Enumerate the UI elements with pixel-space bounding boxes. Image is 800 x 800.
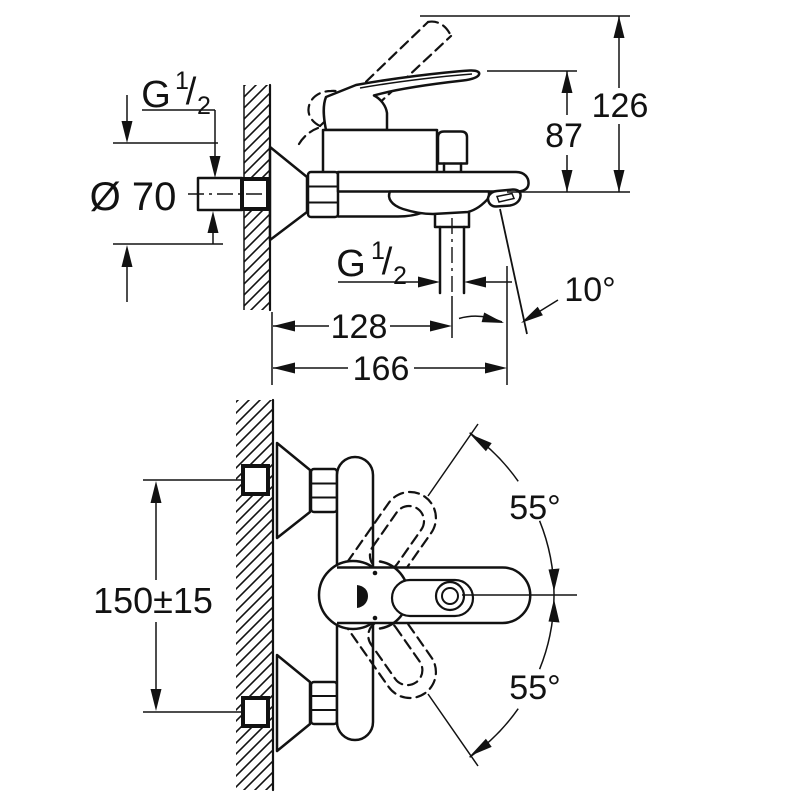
dim-line: [113, 95, 223, 302]
union-nut-facets: [311, 482, 337, 499]
arrowhead-right: [418, 276, 440, 288]
dim-label-g: G: [336, 243, 366, 285]
handle-mark: [357, 585, 368, 608]
arrowhead-left: [273, 320, 295, 332]
dim-escutcheon-diameter: Ø 70: [90, 95, 223, 302]
dim-label-150: 150±15: [93, 580, 213, 621]
plan-view-wall: [236, 398, 275, 792]
side-view-dimensions: G 1 / 2 Ø 70 126: [90, 15, 649, 388]
diverter-knob: [436, 130, 469, 165]
dim-label: Ø 70: [90, 175, 177, 219]
spout-bulge: [387, 190, 491, 216]
dim-label-87: 87: [545, 117, 583, 155]
union-nut-facets: [308, 185, 338, 204]
extension-lines: [420, 15, 630, 193]
dim-label-den: 2: [393, 262, 407, 290]
arrowhead-left: [273, 362, 295, 374]
plan-view: 150±15: [93, 398, 577, 792]
wall-hatching: [236, 400, 272, 790]
dim-supply-spacing: 150±15: [93, 481, 213, 711]
dim-label-den: 2: [197, 92, 211, 120]
arrowhead-down: [150, 689, 162, 711]
indicator-dot: [372, 615, 378, 621]
plan-view-faucet: [317, 423, 577, 767]
supply-union-square-lower: [241, 696, 270, 728]
raised-lever-tip: [426, 20, 453, 38]
dim-label-num: 1: [175, 67, 189, 95]
arrowhead-down: [613, 170, 625, 192]
dim-label-10deg: 10°: [564, 271, 615, 309]
escutcheon-cone-lower: [275, 653, 312, 753]
dim-label-slash: /: [186, 71, 197, 113]
side-view: G 1 / 2 Ø 70 126: [90, 15, 649, 388]
arrowhead-down: [121, 121, 133, 143]
dim-heights: 126 87: [420, 15, 649, 193]
arrowhead-up: [561, 71, 573, 93]
dim-label-55-lower: 55°: [509, 669, 560, 707]
dim-wall-thread: G 1 / 2: [141, 67, 221, 244]
dim-lever-swing: 55° 55°: [469, 432, 561, 758]
supply-union-square-upper: [241, 464, 270, 496]
dim-label-126: 126: [592, 87, 649, 125]
spray-angle-line: [499, 208, 528, 335]
dim-label-slash: /: [382, 241, 393, 283]
body-underside: [336, 211, 425, 218]
dim-label-num: 1: [371, 237, 385, 265]
arrowhead-down: [548, 568, 560, 592]
spout-bar: [336, 170, 530, 193]
cartridge-block: [321, 128, 439, 172]
dim-label-166: 166: [353, 350, 410, 388]
arrowhead-down-left: [470, 738, 492, 756]
angle-arc: [469, 708, 519, 758]
angle-arc: [469, 432, 519, 482]
escutcheon-cone: [268, 145, 309, 242]
angle-arc: [538, 520, 555, 670]
escutcheon-cone-upper: [275, 441, 312, 540]
arrowhead-up: [548, 599, 560, 623]
lever-highlight-line: [359, 73, 473, 89]
indicator-dot: [372, 570, 378, 576]
arrowhead-left: [521, 306, 543, 323]
arrowhead-up: [150, 481, 162, 503]
arrowhead-up: [207, 211, 219, 233]
plan-view-supplies: [143, 441, 339, 753]
arrowhead-down: [209, 156, 221, 178]
arrowhead-up: [121, 245, 133, 267]
arrowhead-right: [430, 320, 452, 332]
arrowhead-up-left: [470, 434, 492, 452]
dim-label-55-upper: 55°: [509, 489, 560, 527]
dim-spout-angle: 10°: [458, 271, 616, 323]
union-nut-upper: [309, 467, 339, 514]
spout-aerator: [495, 192, 516, 203]
extension-lines: [143, 479, 243, 713]
arrowhead-down: [561, 170, 573, 192]
swing-reference-lines: [427, 423, 479, 767]
dim-label-128: 128: [331, 308, 388, 346]
arrowhead-left: [464, 276, 486, 288]
dim-line: [142, 109, 216, 244]
union-nut-facets: [311, 695, 337, 711]
arrowhead-up: [613, 16, 625, 38]
lever-recess: [390, 578, 475, 618]
arrowhead-right: [481, 312, 504, 323]
extension-lines: [271, 266, 508, 385]
dim-label-g: G: [141, 74, 171, 116]
union-nut: [306, 170, 340, 219]
dim-depths: 128 166: [271, 266, 508, 388]
lever-ring-inner: [441, 587, 459, 605]
dim-shower-thread: G 1 / 2: [336, 237, 512, 290]
diverter-knob-stem: [442, 162, 463, 173]
union-nut-lower: [309, 680, 339, 726]
arrowhead-right: [485, 362, 507, 374]
lever-ring-outer: [434, 580, 466, 612]
side-view-faucet: [268, 20, 530, 338]
lever-handle: [322, 69, 481, 132]
